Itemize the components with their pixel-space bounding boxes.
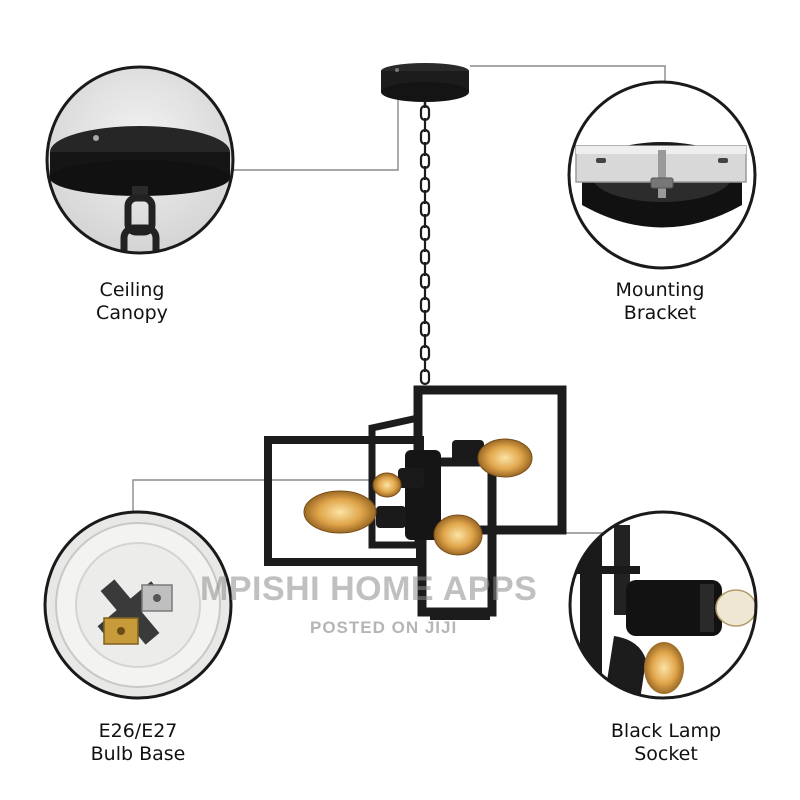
lamp-socket-detail (568, 510, 758, 700)
chain-link (419, 296, 431, 314)
chain-link (419, 368, 431, 386)
bulb-base-label: E26/E27 Bulb Base (90, 720, 186, 765)
chain-link (419, 272, 431, 290)
ceiling-canopy-detail (45, 65, 235, 255)
chain-link (419, 104, 431, 122)
leader-line-bracket (470, 65, 666, 82)
bulb-top-small (372, 472, 402, 498)
bulb-base-detail (43, 510, 233, 700)
pendant-fixture (264, 63, 567, 620)
mounting-bracket-label: Mounting Bracket (615, 279, 705, 324)
lamp-socket-label: Black Lamp Socket (610, 720, 722, 765)
leader-line-bulb-base (132, 479, 378, 512)
chain-link (419, 200, 431, 218)
leader-line-canopy (233, 90, 399, 171)
bulb-back-right (477, 438, 533, 478)
chain-link (419, 344, 431, 362)
chain-link (419, 152, 431, 170)
bulb-left (303, 490, 377, 534)
ceiling-canopy-label: Ceiling Canopy (96, 279, 168, 324)
bulb-front-right (433, 514, 483, 556)
bulbs (303, 438, 533, 556)
chain-link (419, 320, 431, 338)
watermark-brand: MPISHI HOME APPS (200, 570, 538, 608)
mounting-bracket-detail (567, 80, 757, 270)
watermark-posted: POSTED ON JIJI (310, 618, 458, 637)
chain-link (419, 176, 431, 194)
chain-link (419, 248, 431, 266)
chain-link (419, 128, 431, 146)
chain-link (419, 224, 431, 242)
